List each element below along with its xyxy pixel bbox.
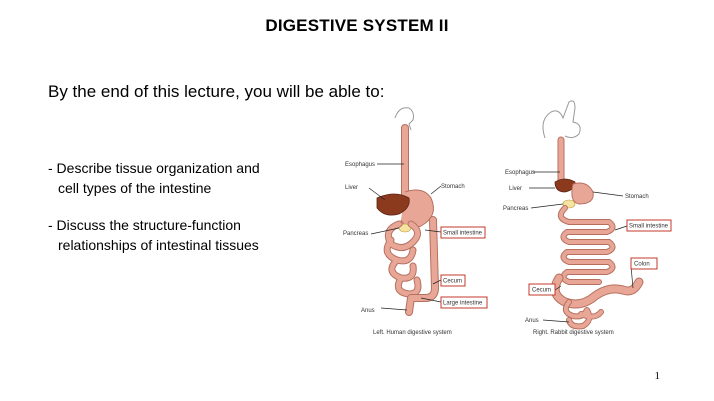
label-esophagus: Esophagus <box>345 162 375 168</box>
label-esophagus: Esophagus <box>505 170 535 176</box>
objective-line: relationships of intestinal tissues <box>58 237 259 253</box>
label-stomach: Stomach <box>625 194 649 200</box>
label-anus: Anus <box>361 308 375 314</box>
label-small-intestine: Small intestine <box>629 224 669 230</box>
label-small-intestine: Small intestine <box>443 231 483 237</box>
figure-caption: Right. Rabbit digestive system <box>533 330 614 336</box>
label-stomach: Stomach <box>441 184 465 190</box>
human-head-outline <box>394 107 414 131</box>
label-box <box>440 274 466 287</box>
intro-text: By the end of this lecture, you will be … <box>48 82 385 101</box>
label-box <box>528 283 556 296</box>
rabbit-digestive-diagram: Esophagus Liver Stomach Pancreas Small i… <box>503 100 672 336</box>
slide-title: DIGESTIVE SYSTEM II <box>265 16 449 35</box>
objective-item: - Discuss the structure-function relatio… <box>48 215 260 255</box>
label-box <box>630 257 658 270</box>
label-box <box>440 296 488 309</box>
objective-line: - Discuss the structure-function <box>48 217 241 233</box>
label-pancreas: Pancreas <box>343 231 368 237</box>
label-pancreas: Pancreas <box>503 206 528 212</box>
digestive-system-figure: Esophagus Liver Stomach Pancreas Small i… <box>343 100 672 336</box>
human-liver <box>376 193 410 216</box>
rabbit-head-outline <box>542 100 581 139</box>
objective-item: - Describe tissue organization and cell … <box>48 158 260 198</box>
human-digestive-diagram: Esophagus Liver Stomach Pancreas Small i… <box>343 107 488 336</box>
objectives-list: - Describe tissue organization and cell … <box>48 158 260 272</box>
figure-caption: Left. Human digestive system <box>373 330 452 336</box>
objective-line: cell types of the intestine <box>58 180 212 196</box>
label-box <box>626 219 672 232</box>
objective-line: - Describe tissue organization and <box>48 160 260 176</box>
label-cecum: Cecum <box>532 288 551 294</box>
page-number: 1 <box>654 370 661 382</box>
label-box <box>440 226 486 239</box>
label-liver: Liver <box>345 185 358 191</box>
label-anus: Anus <box>525 318 539 324</box>
label-liver: Liver <box>509 186 522 192</box>
label-cecum: Cecum <box>443 279 462 285</box>
rabbit-stomach <box>571 182 594 205</box>
label-colon: Colon <box>634 262 650 268</box>
label-large-intestine: Large intestine <box>443 301 483 307</box>
